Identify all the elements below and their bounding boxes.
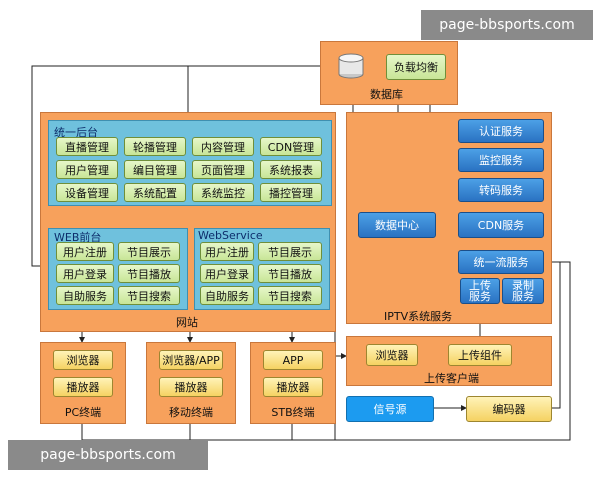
load-balance-box: 负载均衡 [386,54,446,80]
data-center: 数据中心 [358,212,436,238]
signal-source: 信号源 [346,396,434,422]
webservice-item: 用户登录 [200,264,254,283]
backend-item: 系统报表 [260,160,322,179]
webservice-item: 节目搜索 [258,286,322,305]
website-label: 网站 [176,316,198,329]
watermark-bottom: page-bbsports.com [8,440,208,470]
backend-item: 直播管理 [56,137,118,156]
stb-terminal-top-box: APP [263,350,323,370]
backend-item: 系统配置 [124,183,186,202]
pc-terminal-top-box: 浏览器 [53,350,113,370]
webservice-title: WebService [198,229,263,242]
web-front-item: 节目展示 [118,242,180,261]
web-front-item: 自助服务 [56,286,114,305]
record-service: 录制 服务 [502,278,544,304]
watermark-top: page-bbsports.com [421,10,593,40]
pc-terminal-player-box: 播放器 [53,377,113,397]
mobile-terminal-player-box: 播放器 [159,377,223,397]
cdn-service: CDN服务 [458,212,544,238]
webservice-item: 节目展示 [258,242,322,261]
backend-item: 轮播管理 [124,137,186,156]
web-front-item: 用户注册 [56,242,114,261]
backend-item: 系统监控 [192,183,254,202]
webservice-item: 用户注册 [200,242,254,261]
webservice-item: 节目播放 [258,264,322,283]
backend-item: 页面管理 [192,160,254,179]
upload-browser: 浏览器 [366,344,418,366]
stb-terminal-label: STB终端 [271,406,315,419]
encoder: 编码器 [466,396,552,422]
monitor-service: 监控服务 [458,148,544,172]
backend-item: 播控管理 [260,183,322,202]
backend-item: 内容管理 [192,137,254,156]
backend-title: 统一后台 [54,126,98,139]
web-front-title: WEB前台 [54,231,102,244]
transcode-service: 转码服务 [458,178,544,202]
upload-service: 上传 服务 [460,278,500,304]
unified-stream-service: 统一流服务 [458,250,544,274]
upload-component: 上传组件 [448,344,512,366]
backend-item: 设备管理 [56,183,118,202]
web-front-item: 节目搜索 [118,286,180,305]
backend-item: 用户管理 [56,160,118,179]
database-cylinder-icon [338,52,364,80]
database-label: 数据库 [370,88,403,101]
stb-terminal-player-box: 播放器 [263,377,323,397]
backend-item: CDN管理 [260,137,322,156]
pc-terminal-label: PC终端 [64,406,102,419]
backend-item: 编目管理 [124,160,186,179]
mobile-terminal-top-box: 浏览器/APP [159,350,223,370]
web-front-item: 用户登录 [56,264,114,283]
upload-client-label: 上传客户端 [424,372,479,385]
web-front-item: 节目播放 [118,264,180,283]
mobile-terminal-label: 移动终端 [169,406,213,419]
auth-service: 认证服务 [458,119,544,143]
webservice-item: 自助服务 [200,286,254,305]
iptv-label: IPTV系统服务 [384,310,453,323]
